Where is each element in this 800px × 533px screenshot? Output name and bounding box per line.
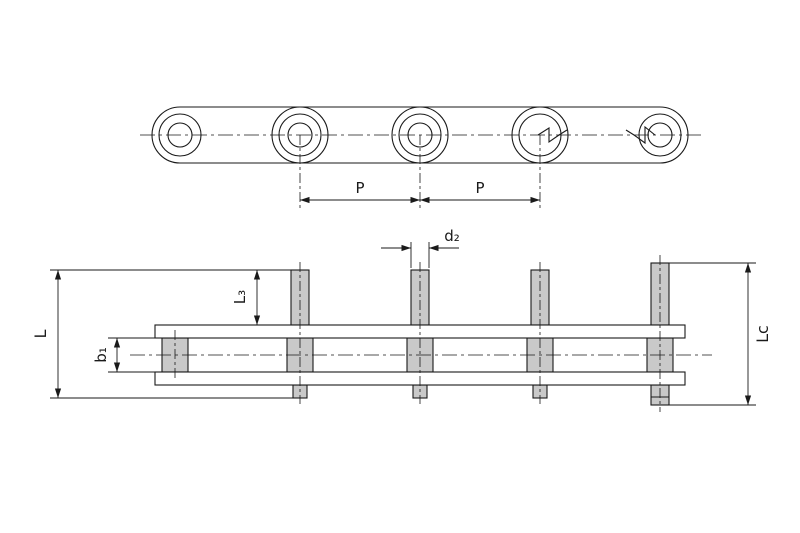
dimension-Lc: Lc <box>669 262 772 406</box>
dim-label-L3: L₃ <box>231 290 249 304</box>
dim-label-Lc: Lc <box>753 325 772 343</box>
dim-label-L: L <box>31 329 50 338</box>
dimension-d2: d₂ <box>381 227 460 268</box>
chain-top-view: P P <box>140 106 705 208</box>
dimension-b1: b₁ <box>92 337 155 373</box>
dimension-L: L <box>31 269 293 399</box>
dimension-pitch: P P <box>299 135 541 208</box>
chain-side-view: L b₁ L₃ d₂ Lc <box>31 227 772 412</box>
dim-label-d2: d₂ <box>444 227 460 245</box>
extended-pin <box>290 269 310 326</box>
pitch-label-1: P <box>355 179 364 197</box>
cotter-pin-icon <box>625 125 656 145</box>
extended-pin <box>530 269 550 326</box>
dim-label-b1: b₁ <box>92 347 110 363</box>
cotter-pin-icon <box>537 126 568 144</box>
dimension-L3: L₃ <box>231 270 261 325</box>
extended-pin <box>410 269 430 326</box>
pin-hole-circle <box>287 122 313 148</box>
pitch-label-2: P <box>475 179 484 197</box>
